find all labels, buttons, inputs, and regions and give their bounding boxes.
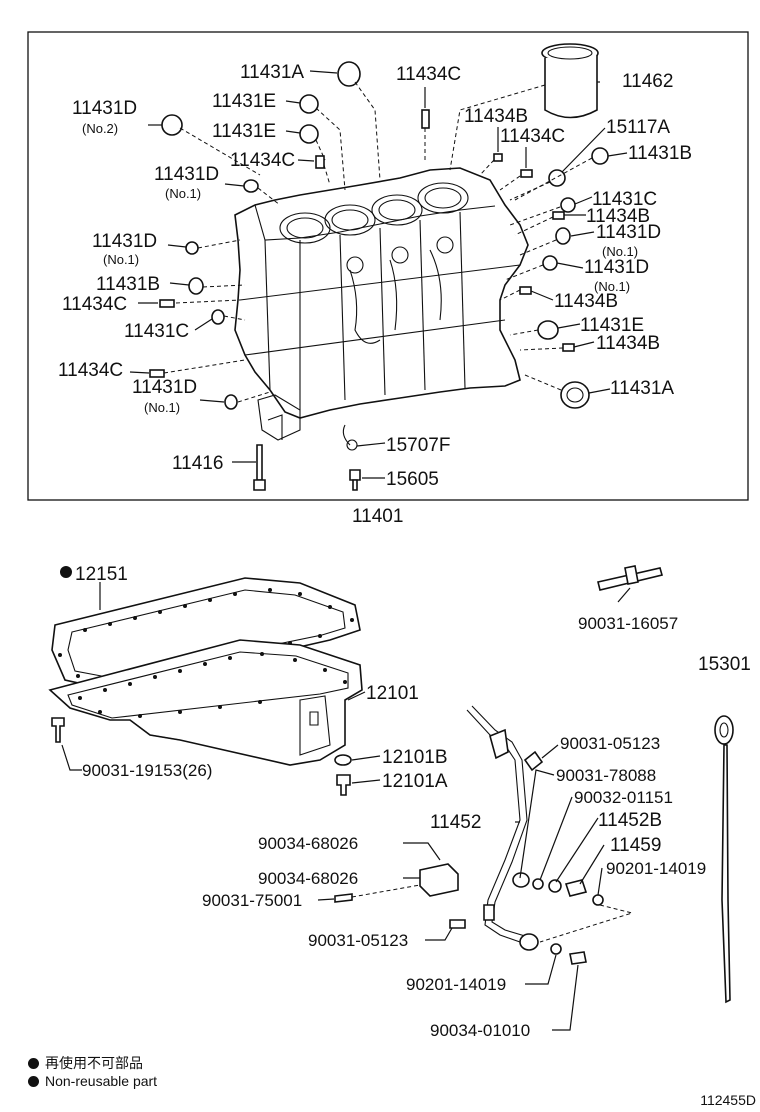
label-12151: 12151 xyxy=(75,564,128,585)
label-no1-a: (No.1) xyxy=(165,186,201,201)
gasket-11452B xyxy=(548,879,562,893)
oil-pan-gasket-illustration xyxy=(51,577,361,691)
label-11431B-right: 11431B xyxy=(628,143,692,164)
oil-pan-illustration xyxy=(48,639,363,766)
label-11401: 11401 xyxy=(352,506,403,527)
leader-lines-lower xyxy=(61,582,634,1031)
block-group-frame xyxy=(27,31,749,501)
label-15301: 15301 xyxy=(698,654,751,675)
cylinder-block-illustration xyxy=(234,167,529,451)
label-90031-19153: 90031-19153(26) xyxy=(82,761,212,780)
legend-en: Non-reusable part xyxy=(28,1073,157,1089)
bolt-90031-05123-a xyxy=(523,750,544,772)
label-12101: 12101 xyxy=(366,683,419,704)
label-11459: 11459 xyxy=(610,835,661,856)
label-11434C-2: 11434C xyxy=(500,126,565,147)
bolt-90034-01010 xyxy=(569,951,587,965)
label-90201-14019-b: 90201-14019 xyxy=(406,975,506,994)
washer-90201-14019-a xyxy=(592,894,604,906)
label-no1-l1: (No.1) xyxy=(103,252,139,267)
pan-bolt-illustration xyxy=(51,717,65,743)
leader-lines-block xyxy=(129,70,628,479)
label-11434C-left: 11434C xyxy=(62,294,127,315)
stud-bolt-illustration xyxy=(597,565,663,591)
non-reusable-marker xyxy=(60,566,72,578)
label-11434C-3: 11434C xyxy=(230,150,295,171)
label-11416: 11416 xyxy=(172,453,223,474)
oring-90032-01151 xyxy=(532,878,544,890)
label-11452B: 11452B xyxy=(598,810,662,831)
label-11431C-right: 11431C xyxy=(592,189,657,210)
label-no1-r2: (No.1) xyxy=(594,279,630,294)
label-no1-l2: (No.1) xyxy=(144,400,180,415)
label-11434B-top: 11434B xyxy=(464,106,528,127)
plug-11459 xyxy=(564,879,588,897)
label-90031-75001: 90031-75001 xyxy=(202,891,302,910)
label-12101A: 12101A xyxy=(382,771,448,792)
label-11434B-right2: 11434B xyxy=(554,291,618,312)
washer-90201-14019-b xyxy=(550,943,562,955)
label-90031-05123-b: 90031-05123 xyxy=(308,931,408,950)
label-11434C-left2: 11434C xyxy=(58,360,123,381)
label-90034-01010: 90034-01010 xyxy=(430,1021,530,1040)
label-11431A-top: 11431A xyxy=(240,62,304,83)
legend-jp: 再使用不可部品 xyxy=(28,1053,143,1073)
drain-plug-12101A xyxy=(336,774,351,796)
label-11431D-left2: 11431D xyxy=(132,377,197,398)
label-no2: (No.2) xyxy=(82,121,118,136)
bolt-90031-05123-b xyxy=(449,919,466,929)
label-11434B-right3: 11434B xyxy=(596,333,660,354)
label-90031-16057: 90031-16057 xyxy=(578,614,678,633)
label-15605: 15605 xyxy=(386,469,439,490)
legend-dot-icon xyxy=(28,1058,39,1069)
bolt-90031-75001 xyxy=(334,893,353,903)
label-90034-68026-a: 90034-68026 xyxy=(258,834,358,853)
label-90031-78088: 90031-78088 xyxy=(556,766,656,785)
label-no1-r1: (No.1) xyxy=(602,244,638,259)
label-11431E-1: 11431E xyxy=(212,91,276,112)
label-11434C-top: 11434C xyxy=(396,64,461,85)
reference-code: 112455D xyxy=(700,1092,756,1108)
label-90031-05123-a: 90031-05123 xyxy=(560,734,660,753)
label-11431A-right: 11431A xyxy=(610,378,674,399)
label-11431B-left: 11431B xyxy=(96,274,160,295)
bracket-illustration xyxy=(419,863,459,897)
legend-line1: 再使用不可部品 xyxy=(45,1055,143,1071)
label-90034-68026-b: 90034-68026 xyxy=(258,869,358,888)
washer-12101B xyxy=(334,754,352,766)
legend-dot-icon xyxy=(28,1076,39,1087)
label-11431D-no2: 11431D xyxy=(72,98,137,119)
label-11431D-left1: 11431D xyxy=(92,231,157,252)
label-15117A: 15117A xyxy=(606,117,670,138)
plug-parts xyxy=(149,43,609,491)
legend-line2: Non-reusable part xyxy=(45,1073,158,1089)
label-11452: 11452 xyxy=(430,812,481,833)
label-11431E-2: 11431E xyxy=(212,121,276,142)
label-11431C-left: 11431C xyxy=(124,321,189,342)
label-11462: 11462 xyxy=(622,71,673,92)
label-11431D-right1: 11431D xyxy=(596,222,661,243)
label-11431D-right2: 11431D xyxy=(584,257,649,278)
label-90032-01151: 90032-01151 xyxy=(574,788,673,807)
dipstick-illustration xyxy=(714,715,734,1004)
label-15707F: 15707F xyxy=(386,435,450,456)
label-11431D-no1-a: 11431D xyxy=(154,164,219,185)
label-11434B-right: 11434B xyxy=(586,206,650,227)
oil-strainer-illustration xyxy=(466,705,539,951)
label-90201-14019-a: 90201-14019 xyxy=(606,859,706,878)
label-12101B: 12101B xyxy=(382,747,448,768)
label-11431E-right: 11431E xyxy=(580,315,644,336)
